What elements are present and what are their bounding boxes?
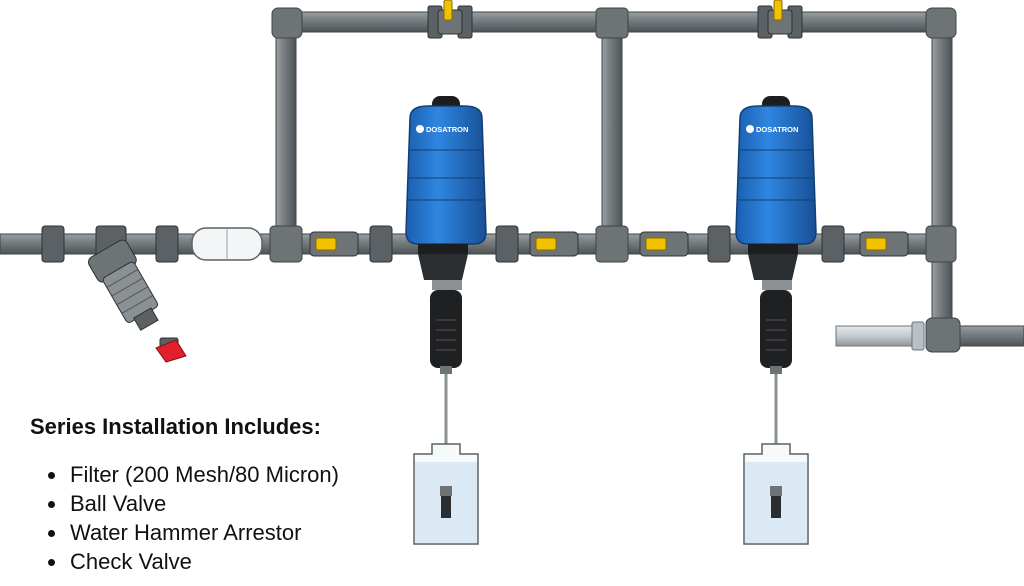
elbow-top-right xyxy=(925,7,957,39)
elbow-top-left xyxy=(271,7,303,39)
ball-valve xyxy=(859,231,909,257)
installation-caption: Series Installation Includes: Filter (20… xyxy=(30,414,339,576)
dosatron-logo-text: DOSATRON xyxy=(426,125,468,134)
dosatron-injector-1: DOSATRON xyxy=(405,96,487,488)
ball-valve xyxy=(529,231,579,257)
union xyxy=(707,225,731,263)
elbow-outlet xyxy=(925,317,961,353)
ball-valve xyxy=(309,231,359,257)
riser-right xyxy=(931,11,953,333)
list-item: Check Valve xyxy=(68,547,339,576)
union xyxy=(821,225,845,263)
ball-valve xyxy=(639,231,689,257)
tee-top-middle xyxy=(595,7,629,39)
riser-left xyxy=(275,11,297,243)
union xyxy=(495,225,519,263)
steel-outlet-coupling xyxy=(911,321,925,351)
list-item: Ball Valve xyxy=(68,489,339,518)
dosatron-injector-2: DOSATRON xyxy=(735,96,817,488)
caption-heading: Series Installation Includes: xyxy=(30,414,321,439)
chemical-tank-1 xyxy=(413,443,479,545)
list-item: Filter (200 Mesh/80 Micron) xyxy=(68,460,339,489)
union xyxy=(41,225,65,263)
filter-drain-valve xyxy=(155,337,187,363)
ball-valves xyxy=(309,0,909,257)
tee-main-right xyxy=(925,225,957,263)
check-valve xyxy=(191,227,263,261)
ball-valve xyxy=(767,0,793,35)
ball-valve xyxy=(437,0,463,35)
dosatron-logo-text: DOSATRON xyxy=(756,125,798,134)
union xyxy=(155,225,179,263)
riser-middle xyxy=(601,11,623,243)
chemical-tank-2 xyxy=(743,443,809,545)
filter xyxy=(88,225,187,363)
list-item: Water Hammer Arrestor xyxy=(68,518,339,547)
steel-outlet-pipe xyxy=(835,325,923,347)
union xyxy=(369,225,393,263)
caption-list: Filter (200 Mesh/80 Micron) Ball Valve W… xyxy=(30,460,339,576)
pipe-network xyxy=(0,5,1024,353)
tee-main-middle xyxy=(595,225,629,263)
tee-main-left xyxy=(269,225,303,263)
